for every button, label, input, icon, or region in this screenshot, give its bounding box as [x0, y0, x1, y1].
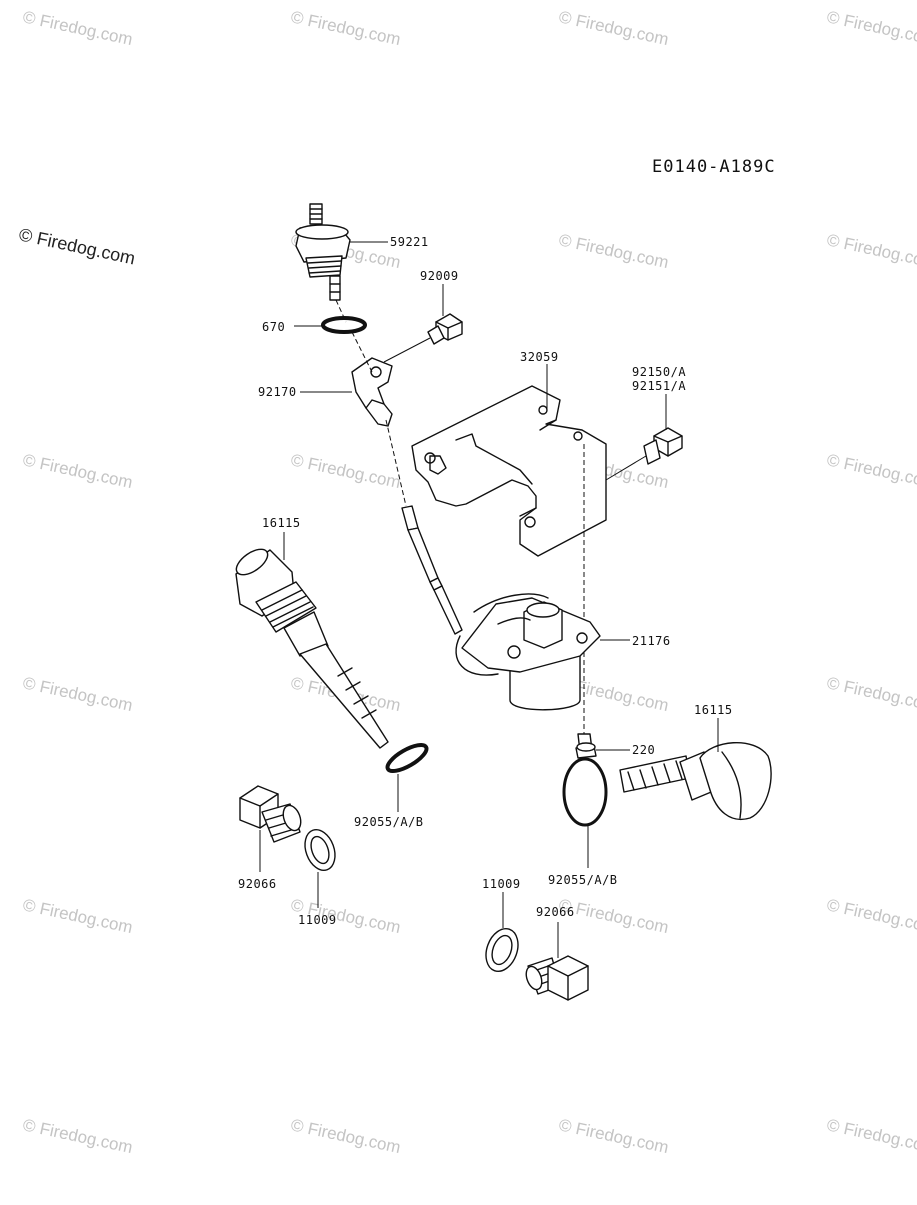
part-32059-bracket — [411, 385, 607, 557]
watermark: © Firedog.com — [825, 450, 917, 492]
watermark: © Firedog.com — [557, 230, 670, 272]
watermark: © Firedog.com — [21, 450, 134, 492]
callout-92066-right: 92066 — [536, 905, 575, 919]
part-92170-clamp — [351, 357, 393, 427]
callout-59221: 59221 — [390, 235, 429, 249]
watermark-dark: © Firedog.com — [17, 224, 137, 268]
watermark: © Firedog.com — [557, 1115, 670, 1157]
watermark-layer: © Firedog.com © Firedog.com © Firedog.co… — [17, 7, 917, 1157]
watermark: © Firedog.com — [289, 450, 402, 492]
routing-line — [335, 299, 347, 323]
callout-670: 670 — [262, 320, 285, 334]
watermark: © Firedog.com — [21, 1115, 134, 1157]
watermark: © Firedog.com — [825, 230, 917, 272]
watermark: © Firedog.com — [825, 895, 917, 937]
callout-92009: 92009 — [420, 269, 459, 283]
part-92009-screw — [427, 313, 463, 345]
watermark: © Firedog.com — [825, 1115, 917, 1157]
part-92055-oring-right — [562, 757, 608, 827]
watermark: © Firedog.com — [557, 7, 670, 49]
callout-92150: 92150/A — [632, 365, 686, 379]
callout-92170: 92170 — [258, 385, 297, 399]
hose-pipe — [401, 505, 463, 635]
callout-11009-left: 11009 — [298, 913, 337, 927]
watermark: © Firedog.com — [825, 7, 917, 49]
watermark: © Firedog.com — [289, 7, 402, 49]
part-11009-washer-right — [485, 927, 519, 973]
part-220-screw — [575, 733, 597, 759]
watermark: © Firedog.com — [21, 7, 134, 49]
callout-16115-right: 16115 — [694, 703, 733, 717]
routing-line — [385, 419, 407, 507]
watermark: © Firedog.com — [21, 895, 134, 937]
part-16115-dipstick-right — [619, 742, 772, 821]
callout-32059: 32059 — [520, 350, 559, 364]
leader-bolt-to-bracket — [605, 455, 647, 481]
callout-16115-left: 16115 — [262, 516, 301, 530]
part-11009-washer-left — [304, 828, 336, 872]
part-92066-plug-right — [525, 955, 589, 1001]
diagram-code: E0140-A189C — [652, 157, 776, 177]
part-59221-breather — [295, 203, 351, 301]
callout-220: 220 — [632, 743, 655, 757]
callout-92151: 92151/A — [632, 379, 686, 393]
part-670-oring — [321, 316, 367, 334]
watermark: © Firedog.com — [825, 673, 917, 715]
part-92150-bolt — [643, 427, 683, 465]
part-92066-plug-left — [239, 785, 302, 843]
watermark: © Firedog.com — [21, 673, 134, 715]
part-16115-dipstick-left — [235, 548, 389, 749]
callout-21176: 21176 — [632, 634, 671, 648]
callout-11009-right: 11009 — [482, 877, 521, 891]
callout-92066-left: 92066 — [238, 877, 277, 891]
part-21176-filter — [455, 593, 601, 711]
callout-92055-right: 92055/A/B — [548, 873, 618, 887]
leader-92009-to-bracket — [383, 337, 431, 363]
watermark: © Firedog.com — [289, 1115, 402, 1157]
callout-92055-left: 92055/A/B — [354, 815, 424, 829]
part-92055-oring-left — [385, 743, 429, 773]
